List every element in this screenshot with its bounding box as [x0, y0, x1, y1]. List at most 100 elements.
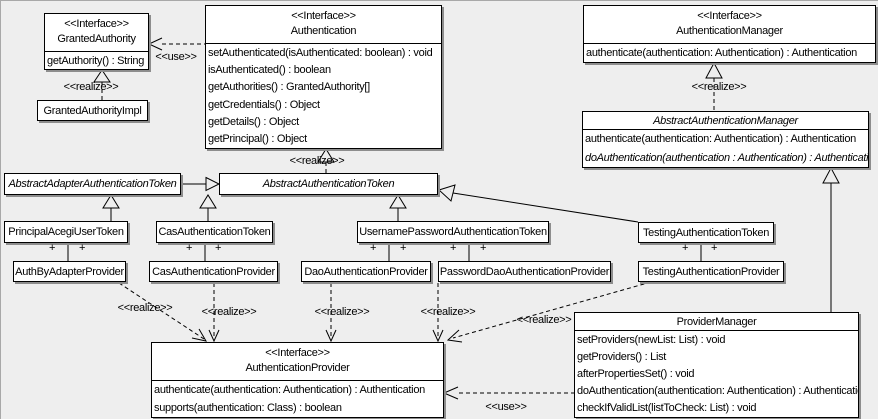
- methods-compartment: authenticate(authentication: Authenticat…: [583, 130, 868, 167]
- realize-label: <<realize>>: [201, 306, 257, 318]
- methods-compartment: authenticate(authentication: Authenticat…: [152, 381, 443, 417]
- class-name: CasAuthenticationProvider: [152, 265, 275, 278]
- class-authentication-manager[interactable]: <<Interface>> AuthenticationManager auth…: [583, 5, 876, 63]
- use-arrow-providermanager: [442, 386, 459, 400]
- methods-compartment: authenticate(authentication: Authenticat…: [584, 44, 875, 62]
- class-name: CasAuthenticationToken: [158, 226, 271, 238]
- class-abstract-adapter-authentication-token[interactable]: AbstractAdapterAuthenticationToken: [4, 173, 181, 195]
- method-label: setProviders(newList: List) : void: [577, 333, 726, 346]
- realize-label: <<realize>>: [691, 81, 747, 93]
- methods-compartment: getAuthority() : String: [45, 52, 148, 69]
- generalization-arrow-userpass-token: [389, 194, 407, 209]
- class-name: Authentication: [290, 25, 357, 37]
- method-label: getCredentials() : Object: [208, 98, 320, 111]
- method-label: checkIfValidList(listToCheck: List) : vo…: [577, 402, 757, 415]
- class-name: PasswordDaoAuthenticationProvider: [439, 265, 610, 278]
- class-abstract-authentication-token[interactable]: AbstractAuthenticationToken: [219, 173, 438, 195]
- realize-label: <<realize>>: [289, 155, 345, 167]
- multiplicity-plus: +: [185, 242, 193, 254]
- class-authentication-provider[interactable]: <<Interface>> AuthenticationProvider aut…: [151, 342, 444, 418]
- method-label: doAuthentication(authentication : Authen…: [585, 151, 868, 164]
- realize-arrow-abstractmanager: [705, 61, 723, 79]
- realize-line-authbyadapter: [118, 282, 205, 340]
- realize-arrow-passworddao-provider: [432, 329, 444, 343]
- class-name: AuthByAdapterProvider: [15, 265, 124, 278]
- method-label: authenticate(authentication: Authenticat…: [585, 133, 856, 146]
- generalization-arrow-adapter-token: [205, 176, 221, 192]
- generalization-arrow-cas-token: [199, 194, 217, 209]
- class-abstract-authentication-manager[interactable]: AbstractAuthenticationManager authentica…: [582, 111, 869, 168]
- class-provider-manager[interactable]: ProviderManager setProviders(newList: Li…: [574, 312, 859, 418]
- method-label: authenticate(authentication: Authenticat…: [154, 384, 425, 396]
- class-cas-authentication-token[interactable]: CasAuthenticationToken: [156, 221, 273, 243]
- class-authentication[interactable]: <<Interface>> Authentication setAuthenti…: [205, 5, 442, 149]
- use-label: <<use>>: [485, 401, 527, 413]
- use-label: <<use>>: [155, 51, 197, 63]
- stereotype-label: <<Interface>>: [697, 10, 762, 22]
- method-label: isAuthenticated() : boolean: [208, 63, 331, 76]
- class-header: <<Interface>> AuthenticationProvider: [152, 343, 443, 381]
- class-name: DaoAuthenticationProvider: [304, 265, 428, 278]
- method-label: supports(authentication: Class) : boolea…: [154, 402, 342, 414]
- class-name: UsernamePasswordAuthenticationToken: [359, 226, 547, 238]
- method-label: getPrincipal() : Object: [208, 133, 307, 146]
- class-testing-authentication-provider[interactable]: TestingAuthenticationProvider: [638, 261, 784, 282]
- method-label: getProviders() : List: [577, 350, 667, 363]
- use-arrow-authentication-grantedauthority: [147, 37, 163, 51]
- class-auth-by-adapter-provider[interactable]: AuthByAdapterProvider: [13, 261, 126, 282]
- multiplicity-plus: +: [710, 242, 718, 254]
- realize-arrow-authbyadapter: [191, 328, 208, 342]
- class-name: AbstractAuthenticationToken: [262, 178, 395, 190]
- class-principal-acegi-user-token[interactable]: PrincipalAcegiUserToken: [4, 221, 128, 243]
- method-label: getAuthorities() : GrantedAuthority[]: [208, 81, 370, 94]
- multiplicity-plus: +: [399, 242, 407, 254]
- realize-label: <<realize>>: [314, 306, 370, 318]
- multiplicity-plus: +: [479, 242, 487, 254]
- class-header: <<Interface>> GrantedAuthority: [45, 14, 148, 52]
- realize-label: <<realize>>: [420, 306, 476, 318]
- generalization-arrow-providermanager: [822, 166, 840, 184]
- method-label: getAuthority() : String: [47, 54, 145, 67]
- class-cas-authentication-provider[interactable]: CasAuthenticationProvider: [149, 261, 278, 282]
- realize-arrow-testing-provider: [446, 329, 463, 343]
- class-name: GrantedAuthorityImpl: [43, 104, 142, 117]
- method-label: doAuthentication(authentication: Authent…: [577, 385, 858, 398]
- methods-compartment: setProviders(newList: List) : void getPr…: [575, 331, 858, 417]
- class-header: ProviderManager: [575, 313, 858, 331]
- class-name: AbstractAdapterAuthenticationToken: [8, 178, 177, 190]
- class-name: TestingAuthenticationProvider: [642, 265, 780, 278]
- class-name: TestingAuthenticationToken: [642, 226, 770, 239]
- class-username-password-authentication-token[interactable]: UsernamePasswordAuthenticationToken: [357, 221, 549, 243]
- realize-line-testing-provider: [452, 281, 652, 339]
- class-name: AuthenticationManager: [676, 25, 783, 37]
- class-password-dao-authentication-provider[interactable]: PasswordDaoAuthenticationProvider: [438, 261, 611, 282]
- multiplicity-plus: +: [681, 242, 689, 254]
- class-name: PrincipalAcegiUserToken: [8, 226, 124, 238]
- class-dao-authentication-provider[interactable]: DaoAuthenticationProvider: [301, 261, 431, 282]
- class-name: AuthenticationProvider: [245, 362, 350, 374]
- realize-label: <<realize>>: [516, 314, 572, 326]
- multiplicity-plus: +: [449, 242, 457, 254]
- multiplicity-plus: +: [48, 242, 56, 254]
- class-header: <<Interface>> AuthenticationManager: [584, 6, 875, 44]
- realize-arrow-dao-provider: [325, 329, 337, 343]
- method-label: authenticate(authentication: Authenticat…: [586, 47, 857, 59]
- class-granted-authority-impl[interactable]: GrantedAuthorityImpl: [37, 100, 148, 121]
- generalization-arrow-principal: [102, 194, 120, 209]
- class-header: AbstractAuthenticationManager: [583, 112, 868, 130]
- multiplicity-plus: +: [78, 242, 86, 254]
- class-testing-authentication-token[interactable]: TestingAuthenticationToken: [638, 222, 774, 243]
- multiplicity-plus: +: [214, 242, 222, 254]
- stereotype-label: <<Interface>>: [265, 347, 330, 359]
- class-name: AbstractAuthenticationManager: [653, 114, 798, 127]
- method-label: getDetails() : Object: [208, 115, 299, 128]
- class-name: ProviderManager: [676, 315, 757, 328]
- method-label: afterPropertiesSet() : void: [577, 368, 695, 380]
- realize-arrow-cas-provider: [208, 329, 220, 343]
- stereotype-label: <<Interface>>: [291, 10, 356, 22]
- class-granted-authority[interactable]: <<Interface>> GrantedAuthority getAuthor…: [44, 13, 149, 70]
- generalization-arrow-testing-token: [438, 184, 456, 202]
- stereotype-label: <<Interface>>: [64, 18, 129, 30]
